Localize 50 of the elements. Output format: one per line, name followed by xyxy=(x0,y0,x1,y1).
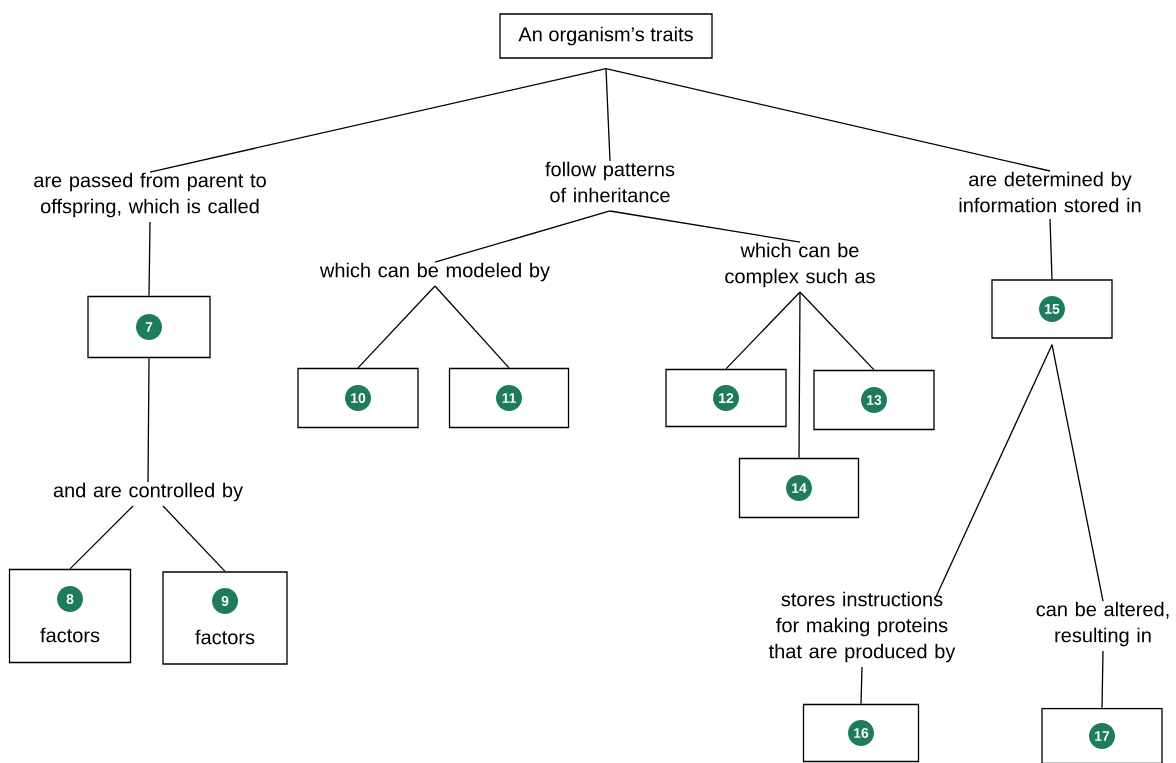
connector-line xyxy=(609,210,801,243)
connector-line xyxy=(934,344,1053,600)
number-badge: 7 xyxy=(136,314,162,340)
number-badge: 9 xyxy=(212,588,238,614)
connector-line xyxy=(148,221,151,297)
linking-phrase: can be altered, resulting in xyxy=(1036,601,1169,647)
connector-line xyxy=(1051,344,1104,602)
concept-box: 8 factors xyxy=(8,568,132,664)
number-badge: 13 xyxy=(861,387,887,413)
number-badge: 11 xyxy=(496,385,522,411)
linking-phrase: which can be modeled by xyxy=(319,262,550,282)
number-badge: 15 xyxy=(1039,296,1065,322)
concept-box: An organism’s traits xyxy=(499,13,713,59)
concept-box xyxy=(991,279,1113,339)
connector-line xyxy=(1049,218,1053,280)
connector-line xyxy=(69,505,134,570)
connector-line xyxy=(605,68,611,162)
connector-line xyxy=(860,666,863,705)
concept-box xyxy=(87,295,211,359)
linking-phrase: follow patterns of inheritance xyxy=(545,161,675,203)
connector-line xyxy=(798,291,801,459)
linking-phrase: and are controlled by xyxy=(53,482,243,502)
connector-line xyxy=(725,291,801,370)
linking-phrase: are passed from parent to offspring, which is called xyxy=(34,172,266,218)
number-badge: 14 xyxy=(786,475,812,501)
concept-box xyxy=(738,457,860,519)
connector-line xyxy=(799,291,875,371)
concept-box xyxy=(297,367,419,429)
linking-phrase: stores instructions for making proteins that are produced by xyxy=(768,591,956,663)
connector-line xyxy=(149,68,607,173)
number-badge: 16 xyxy=(848,720,874,746)
connector-line xyxy=(147,357,150,483)
linking-phrase: which can be complex such as xyxy=(725,242,875,288)
concept-box xyxy=(1041,707,1163,763)
connector-line xyxy=(1101,650,1104,709)
concept-box: 9 factors xyxy=(162,571,288,665)
concept-box xyxy=(802,703,920,763)
number-badge: 17 xyxy=(1089,723,1115,749)
number-badge: 12 xyxy=(713,385,739,411)
number-badge: 8 xyxy=(57,586,83,612)
connector-line xyxy=(605,68,1051,172)
concept-box xyxy=(448,367,570,429)
concept-box xyxy=(665,368,787,428)
number-badge: 10 xyxy=(345,385,371,411)
connector-line xyxy=(434,210,611,263)
connector-line xyxy=(434,285,510,369)
linking-phrase: are determined by information stored in xyxy=(959,171,1141,213)
connector-line xyxy=(357,285,436,369)
concept-box xyxy=(813,369,935,431)
connector-line xyxy=(162,505,226,572)
